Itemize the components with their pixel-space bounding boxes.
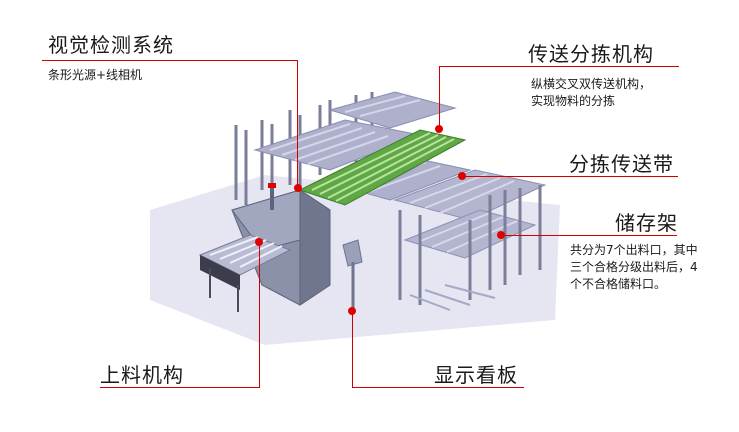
sorting-title: 传送分拣机构: [528, 42, 654, 66]
belt-marker: [458, 172, 466, 180]
loading-marker: [255, 238, 263, 246]
vision-leader-vertical: [297, 60, 298, 188]
belt-leader-horizontal: [462, 176, 678, 177]
display-board-graphic: [342, 239, 363, 310]
storage-desc: 共分为7个出料口，其中三个合格分级出料后，4个不合格储料口。: [570, 243, 698, 291]
display-leader-horizontal: [352, 387, 524, 388]
vision-desc: 条形光源+线相机: [48, 68, 143, 82]
loading-leader-vertical: [259, 242, 260, 387]
loading-leader-horizontal: [100, 387, 260, 388]
loading-title: 上料机构: [100, 363, 184, 387]
display-leader-vertical: [352, 311, 353, 387]
storage-leader-horizontal: [501, 235, 677, 236]
right-storage-rack: [393, 169, 547, 311]
green-conveyor: [298, 129, 467, 206]
storage-marker: [497, 231, 505, 239]
sorting-leader-vertical: [439, 66, 440, 129]
sorting-desc: 纵横交叉双传送机构，实现物料的分拣: [531, 77, 652, 108]
storage-title: 储存架: [615, 211, 678, 235]
sorting-leader-horizontal: [439, 66, 679, 67]
vision-marker: [294, 184, 302, 192]
belt-title: 分拣传送带: [569, 152, 674, 176]
vision-title: 视觉检测系统: [48, 33, 174, 57]
vision-leader-horizontal: [42, 60, 297, 61]
sorting-marker: [435, 125, 443, 133]
display-marker: [348, 307, 356, 315]
display-title: 显示看板: [434, 363, 518, 387]
